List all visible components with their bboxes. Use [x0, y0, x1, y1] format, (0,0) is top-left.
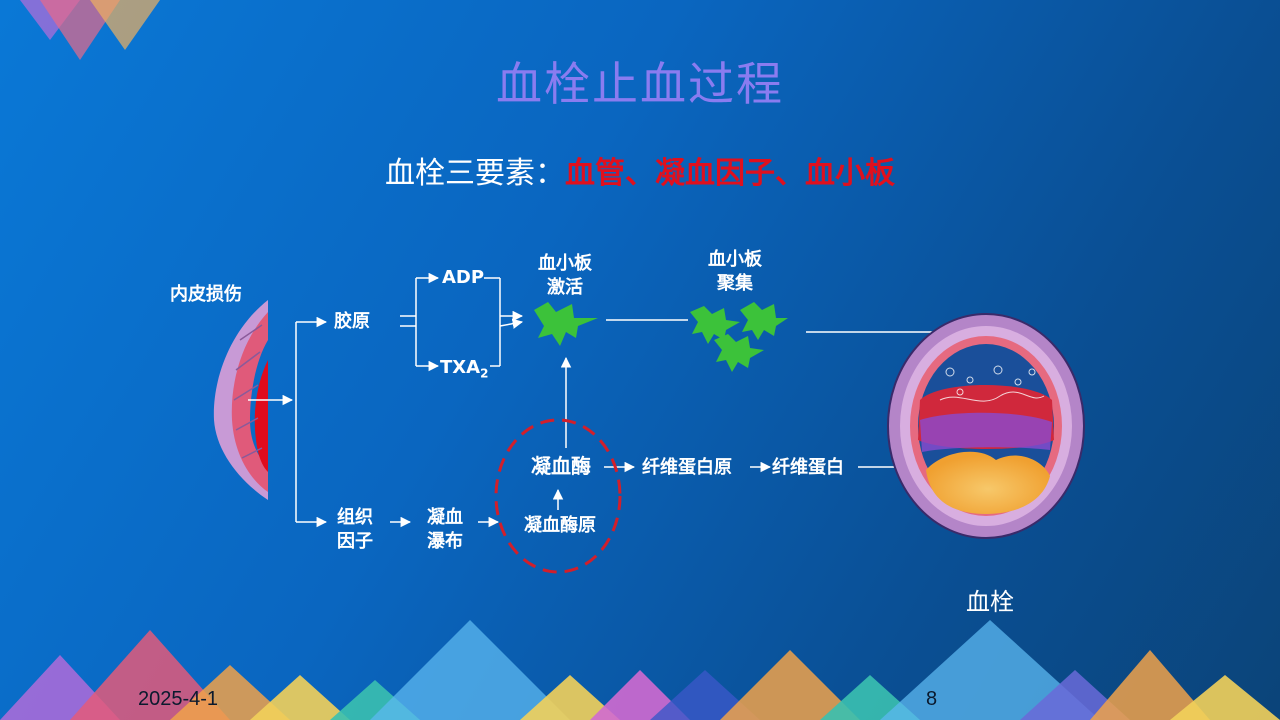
platelet-activation-line2: 激活 [547, 277, 583, 298]
slide-subtitle: 血栓三要素：血管、凝血因子、血小板 [0, 148, 1280, 192]
label-fibrinogen: 纤维蛋白原 [642, 457, 732, 478]
label-prothrombin: 凝血酶原 [524, 515, 596, 536]
platelet-activation-line1: 血小板 [538, 253, 592, 274]
label-coagulation-cascade: 凝血 瀑布 [416, 506, 474, 554]
label-platelet-activation: 血小板 激活 [520, 252, 610, 300]
txa2-main: TXA [440, 357, 481, 378]
footer-page-number: 8 [926, 688, 938, 710]
vessel-wall-image [213, 300, 268, 500]
coagulation-dashed-circle [494, 418, 622, 574]
label-adp: ADP [442, 267, 485, 288]
platelet-aggregation-line1: 血小板 [708, 249, 762, 270]
thrombus-image [887, 313, 1085, 539]
tissue-factor-line1: 组织 [337, 507, 373, 528]
subtitle-highlight: 血管、凝血因子、血小板 [565, 156, 895, 191]
txa2-subscript: 2 [480, 366, 489, 381]
coag-cascade-line1: 凝血 [427, 507, 463, 528]
label-thrombin: 凝血酶 [531, 454, 591, 478]
platelet-shapes [534, 302, 788, 372]
label-fibrin: 纤维蛋白 [772, 457, 844, 478]
label-thrombus: 血栓 [966, 588, 1014, 616]
label-tissue-factor: 组织 因子 [326, 506, 384, 554]
label-platelet-aggregation: 血小板 聚集 [690, 248, 780, 296]
label-txa2: TXA2 [440, 356, 488, 386]
label-endothelial-injury: 内皮损伤 [170, 284, 242, 305]
tissue-factor-line2: 因子 [337, 531, 373, 552]
label-collagen: 胶原 [334, 311, 370, 332]
subtitle-prefix: 血栓三要素： [385, 156, 565, 191]
slide-title: 血栓止血过程 [496, 57, 784, 111]
coag-cascade-line2: 瀑布 [427, 531, 463, 552]
footer-date: 2025-4-1 [138, 688, 219, 710]
platelet-aggregation-line2: 聚集 [717, 273, 753, 294]
